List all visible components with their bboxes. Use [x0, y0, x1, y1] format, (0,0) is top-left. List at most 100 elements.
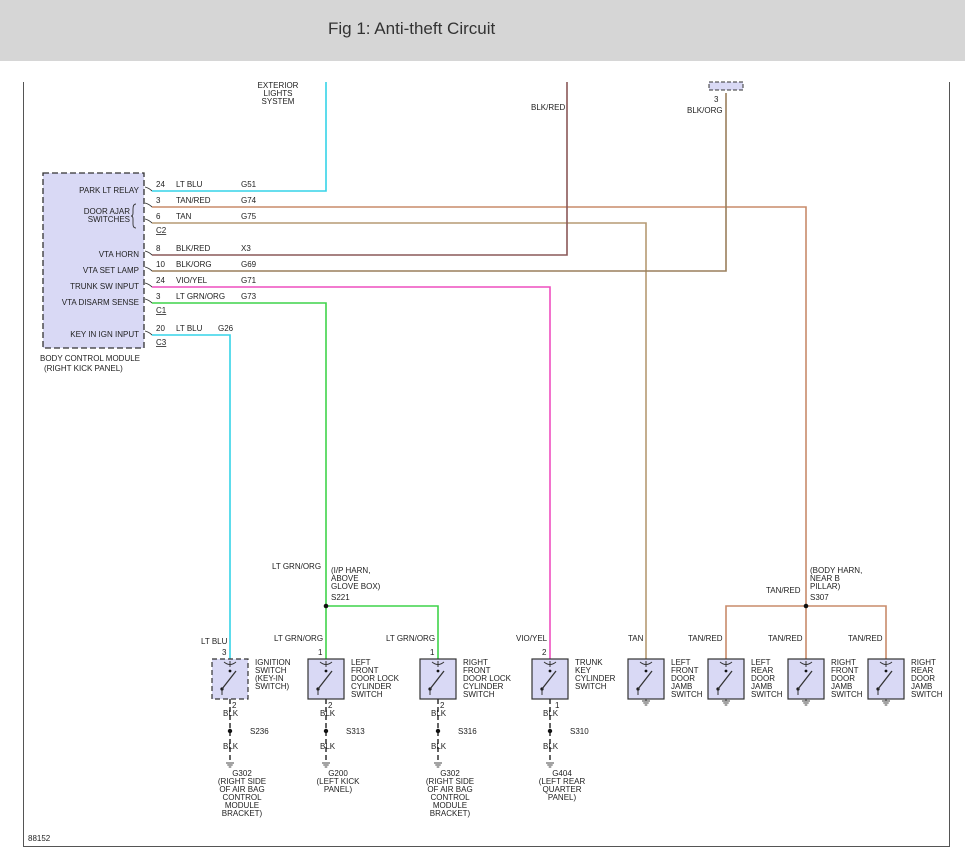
- wire-lt-grn-org: [152, 302, 327, 606]
- switch-wire-label: TAN: [628, 634, 644, 643]
- switch-wire-label: LT BLU: [201, 637, 228, 646]
- ground-splice-label: S236: [250, 727, 269, 736]
- pin-num: 6: [156, 212, 161, 221]
- connector-c1: C1: [156, 306, 167, 315]
- bcm-pin-label-vta-horn: VTA HORN: [99, 250, 140, 259]
- switch-wire-label: TAN/RED: [768, 634, 803, 643]
- bcm-wire-labels: 24 LT BLU G51 3 TAN/RED G74 6 TAN G75 8 …: [156, 180, 257, 333]
- switch-pin: 1: [430, 648, 435, 657]
- wire-color-label: LT BLU: [176, 324, 203, 333]
- bcm-location: (RIGHT KICK PANEL): [44, 364, 123, 373]
- circuit-label: G74: [241, 196, 257, 205]
- switch-contact-point: [324, 669, 328, 673]
- wire-tan-red: [152, 206, 807, 606]
- splice-s221-wire: LT GRN/ORG: [272, 562, 321, 571]
- bcm-pin-label-vta-disarm: VTA DISARM SENSE: [62, 298, 139, 307]
- circuit-label: G69: [241, 260, 257, 269]
- switch-blk-label: BLK: [431, 709, 447, 718]
- splice-s307-id: S307: [810, 593, 829, 602]
- switch-pin: 3: [222, 648, 227, 657]
- circuit-label: G51: [241, 180, 257, 189]
- switch-terminal: [543, 661, 557, 665]
- circuit-label: G71: [241, 276, 257, 285]
- switch-wire-label: VIO/YEL: [516, 634, 548, 643]
- switch-contact-point: [436, 669, 440, 673]
- switch-contact-point: [724, 669, 728, 673]
- pin-num: 24: [156, 180, 165, 189]
- ground-splice-dot: [227, 728, 233, 734]
- switch-terminal: [431, 661, 445, 665]
- switch-blk-label: BLK: [320, 709, 336, 718]
- circuit-label: G73: [241, 292, 257, 301]
- switch-contact-point: [228, 669, 232, 673]
- switch-wire-label: TAN/RED: [688, 634, 723, 643]
- pin-num: 3: [156, 292, 161, 301]
- switch-blk2-label: BLK: [223, 742, 239, 751]
- switch-lever: [317, 670, 333, 690]
- wires: [152, 82, 887, 659]
- pin-num: 24: [156, 276, 165, 285]
- switch-terminal: [639, 661, 653, 665]
- switch-contact-point: [884, 669, 888, 673]
- header-bar: Fig 1: Anti-theft Circuit: [0, 0, 965, 61]
- bcm-pin-label-park-lt-relay: PARK LT RELAY: [79, 186, 140, 195]
- wire-color-label: VIO/YEL: [176, 276, 208, 285]
- switch-blk2-label: BLK: [431, 742, 447, 751]
- switch-terminal: [799, 661, 813, 665]
- bcm-pin-label-trunk-sw: TRUNK SW INPUT: [70, 282, 139, 291]
- door-ajar-brace: [130, 203, 137, 229]
- switch-lever: [877, 670, 893, 690]
- wire-vio-yel: [152, 286, 551, 659]
- vta-pin-label: 3: [714, 95, 719, 104]
- wire-lt-blu-park: [152, 82, 327, 192]
- wire-color-label: TAN/RED: [176, 196, 211, 205]
- ground-splice-dot: [323, 728, 329, 734]
- ground-splice-label: S310: [570, 727, 589, 736]
- body-control-module: [42, 172, 145, 349]
- wire-tan: [152, 222, 647, 659]
- switch-blk2-label: BLK: [320, 742, 336, 751]
- wire-lt-grn-org-right: [326, 605, 439, 659]
- switch-terminal: [719, 661, 733, 665]
- switch-lever: [797, 670, 813, 690]
- splice-s307-wire: TAN/RED: [766, 586, 801, 595]
- bcm-name: BODY CONTROL MODULE: [40, 354, 140, 363]
- ground-splice-label: S313: [346, 727, 365, 736]
- switch-ground-pin: 2: [328, 701, 333, 710]
- blk-red-top-label: BLK/RED: [531, 103, 565, 112]
- switch-contact-point: [548, 669, 552, 673]
- switch-blk-label: BLK: [223, 709, 239, 718]
- ground-splice-label: S316: [458, 727, 477, 736]
- ground-splice-dot: [547, 728, 553, 734]
- bcm-pin-terminals: [144, 186, 153, 336]
- switch-ground-pin: 1: [555, 701, 560, 710]
- bcm-pin-label-key-in-ign: KEY IN IGN INPUT: [70, 330, 139, 339]
- wire-color-label: LT BLU: [176, 180, 203, 189]
- pin-num: 10: [156, 260, 165, 269]
- switch-terminal: [319, 661, 333, 665]
- splice-s307-dot: [803, 603, 809, 609]
- switch-lever: [717, 670, 733, 690]
- switch-terminal: [879, 661, 893, 665]
- wire-color-label: BLK/RED: [176, 244, 210, 253]
- wire-lt-blu-key-in: [152, 334, 231, 659]
